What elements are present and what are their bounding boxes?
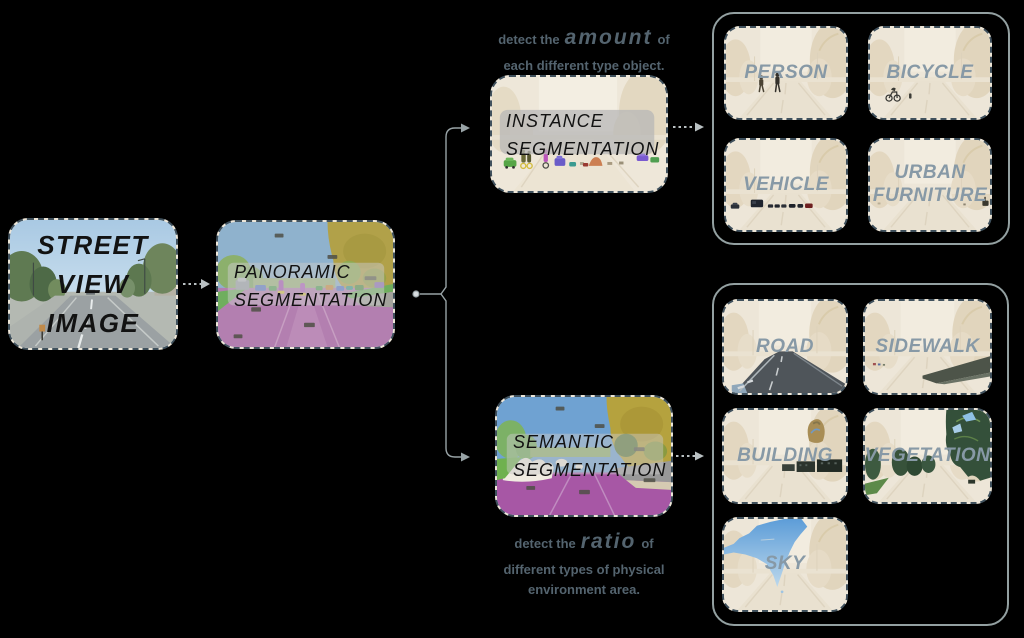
sidewalk-thumbnail <box>865 301 990 393</box>
cell-building: BUILDING <box>722 408 848 504</box>
building-thumbnail <box>724 410 846 502</box>
panoramic-segmentation-node: PANORAMIC SEGMENTATION <box>216 220 395 349</box>
instance-caption: detect the amount of each different type… <box>468 22 700 76</box>
cell-bicycle: BICYCLE <box>868 26 992 120</box>
caption-keyword-amount: amount <box>564 26 653 49</box>
street-view-photo <box>10 220 176 348</box>
cell-urban-furniture: URBAN FURNITURE <box>868 138 992 232</box>
caption-post: of <box>657 32 670 47</box>
instance-caption-line1: detect the amount of <box>468 22 700 55</box>
panoramic-segmentation-image <box>218 222 393 347</box>
semantic-segmentation-node: SEMANTIC SEGMENTATION <box>495 395 673 517</box>
instance-output-panel: PERSON BICYCLE <box>712 12 1010 245</box>
cell-person: PERSON <box>724 26 848 120</box>
cell-road: ROAD <box>722 299 848 395</box>
instance-caption-line2: each different type object. <box>503 57 665 73</box>
road-thumbnail <box>724 301 846 393</box>
semantic-caption: detect the ratio of different types of p… <box>466 526 702 600</box>
vegetation-thumbnail <box>865 410 990 502</box>
semantic-segmentation-image <box>497 397 671 515</box>
semantic-caption-line1: detect the ratio of <box>466 526 702 559</box>
instance-segmentation-image <box>492 77 666 191</box>
urban-furniture-thumbnail <box>870 140 990 230</box>
caption-pre: detect the <box>514 536 576 551</box>
cell-vehicle: VEHICLE <box>724 138 848 232</box>
semantic-caption-line3: environment area. <box>528 581 640 597</box>
caption-keyword-ratio: ratio <box>580 530 637 553</box>
bicycle-thumbnail <box>870 28 990 118</box>
street-view-image-node: STREET VIEW IMAGE <box>8 218 178 350</box>
cell-vegetation: VEGETATION <box>863 408 992 504</box>
sky-thumbnail <box>724 519 846 610</box>
person-thumbnail <box>726 28 846 118</box>
semantic-caption-line2: different types of physical <box>503 561 665 577</box>
semantic-output-panel: ROAD SIDEWALK <box>712 283 1009 626</box>
caption-pre: detect the <box>498 32 560 47</box>
vehicle-thumbnail <box>726 140 846 230</box>
instance-segmentation-node: INSTANCE SEGMENTATION <box>490 75 668 193</box>
caption-post: of <box>641 536 654 551</box>
cell-sidewalk: SIDEWALK <box>863 299 992 395</box>
cell-sky: SKY <box>722 517 848 612</box>
